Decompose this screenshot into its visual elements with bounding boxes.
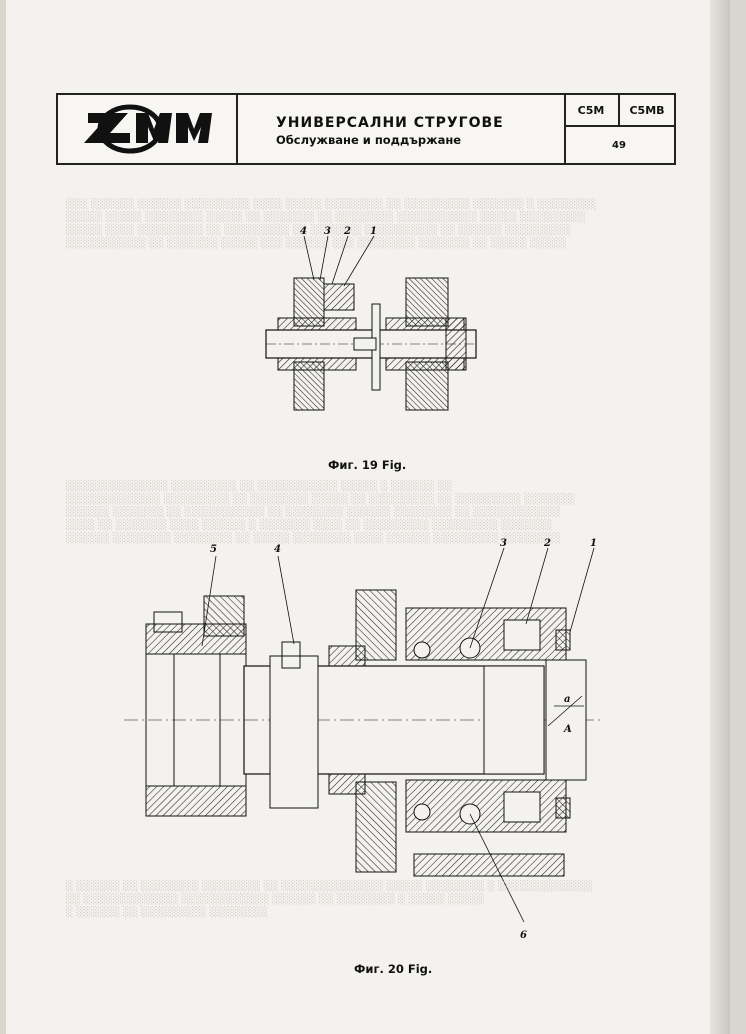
figure-20-drawing: 5 4 3 2 1 6 a A [124,538,604,941]
zmm-logo [84,104,212,154]
figure-20-caption: Фиг. 20 Fig. [354,962,433,976]
fig20-callout-A-label: A [563,724,572,735]
page-edge-shadow [710,0,730,1034]
page-header: УНИВЕРСАЛНИ СТРУГОВЕ Обслужване и поддър… [56,93,676,165]
fig19-callout-2: 2 [343,226,351,237]
page-number: 49 [612,139,626,151]
figure-19-caption: Фиг. 19 Fig. [328,458,407,472]
fig20-callout-4: 4 [274,544,281,555]
fig20-callout-a: a [564,694,570,705]
fig20-callout-5: 5 [210,544,217,555]
logo-cell [58,95,238,163]
title-cell: УНИВЕРСАЛНИ СТРУГОВЕ Обслужване и поддър… [236,95,566,163]
document-title: УНИВЕРСАЛНИ СТРУГОВЕ [276,115,504,131]
fig19-callout-4: 4 [300,226,307,237]
model-cell: C5M C5MB 49 [564,95,674,163]
fig20-callout-6: 6 [520,930,527,941]
bleed-through-text: ░░░ ░░░░░░ ░░░░░░ ░░░░░░░░░ ░░░░ ░░░░░ ░… [66,199,597,249]
bleed-through-text: ░░░░░░░░░░░░░░ ░░░░░░░░░ ░░ ░░░░░░░░░░░ … [66,481,576,544]
model-code-a: C5M [564,95,620,127]
model-code-b: C5MB [620,95,674,127]
fig20-callout-3: 3 [500,538,507,549]
figure-19-drawing: 4 3 2 1 [265,226,477,411]
fig20-callout-2: 2 [543,538,551,549]
fig19-callout-1: 1 [370,226,377,237]
document-page: ░░░ ░░░░░░ ░░░░░░ ░░░░░░░░░ ░░░░ ░░░░░ ░… [6,0,730,1034]
fig19-callout-3: 3 [324,226,331,237]
bleed-through-text: ░ ░░░░░░ ░░ ░░░░░░░░ ░░░░░░░░ ░░ ░░░░░░░… [66,881,593,918]
document-subtitle: Обслужване и поддържане [276,133,462,147]
fig20-callout-1: 1 [590,538,597,549]
